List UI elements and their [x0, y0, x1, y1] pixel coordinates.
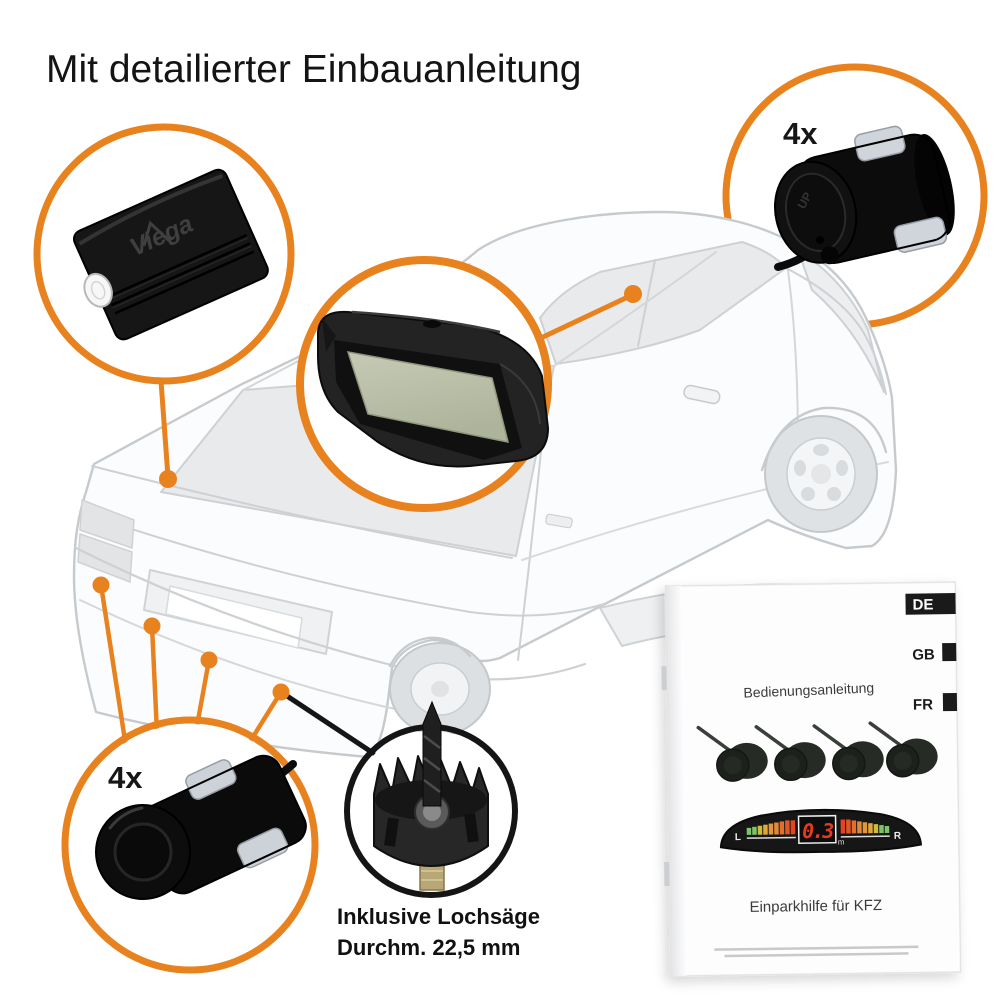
booklet-sensor — [868, 721, 938, 778]
callout-control-box: Viega — [33, 123, 295, 385]
sensor-top-right-clip-lower — [893, 216, 948, 253]
tab-fr-square — [942, 692, 958, 712]
connector-dot-display — [624, 285, 642, 303]
car-front-wheel — [764, 415, 878, 533]
connector-dot-sensor-3 — [200, 651, 218, 669]
connector-sensor-1 — [98, 582, 129, 750]
connector-control-box — [158, 378, 171, 480]
connector-dot-sensor-4 — [272, 683, 290, 701]
sensor-bottom-left-clip-lower — [236, 827, 289, 869]
tab-gb: GB — [912, 646, 935, 663]
car-side-marker — [545, 513, 573, 529]
hole-saw-caption-line2: Durchm. 22,5 mm — [337, 935, 520, 960]
car-bumper-crease-lower — [79, 599, 401, 711]
car-front-arch — [760, 406, 888, 472]
page-title: Mit detailierter Einbauanleitung — [46, 48, 582, 91]
display-unit — [317, 310, 550, 468]
sensor-bottom-left-count: 4x — [108, 760, 143, 795]
car-taillight-left-lower — [77, 533, 133, 583]
tab-fr: FR — [913, 696, 933, 713]
callout-sensor-top-right: UP 4x — [774, 116, 955, 271]
car-rear-arch — [388, 636, 472, 668]
car-rear-wheel — [389, 642, 491, 736]
car-door-handle — [683, 384, 721, 405]
booklet-display-digit-box — [797, 814, 837, 844]
hole-saw-tool — [373, 700, 489, 891]
control-box-button — [83, 272, 113, 308]
hole-saw-caption-line1: Inklusive Lochsäge — [337, 904, 540, 929]
booklet-display-value: 0.3 — [802, 819, 833, 843]
connector-dot-sensor-1 — [92, 576, 110, 594]
booklet-page — [664, 581, 962, 977]
car-trunk-crease — [91, 465, 513, 559]
fine-print-line — [714, 945, 919, 951]
callout-ring-sensor-bottom-left — [61, 716, 319, 974]
connector-hole-saw — [278, 689, 376, 756]
booklet-sensor — [754, 725, 826, 782]
car-tail-top-edge — [79, 511, 605, 617]
display-lcd-screen — [346, 351, 510, 443]
connector-dot-control-box — [159, 470, 177, 488]
booklet-display-bars-left — [746, 820, 796, 835]
callout-connectors — [92, 285, 642, 756]
connector-sensor-2 — [149, 623, 160, 736]
manual-booklet: DE GB FR Bedienungsanleitung — [661, 581, 962, 977]
car-fender-top-line — [785, 267, 887, 395]
connector-sensor-3 — [194, 657, 212, 729]
callout-ring-control-box — [33, 123, 295, 385]
booklet-spine — [665, 585, 687, 977]
tab-de-bar — [905, 592, 956, 615]
tab-de: DE — [912, 596, 933, 613]
booklet-display: 0.3 m L R — [719, 808, 922, 854]
booklet-product-line: Einparkhilfe für KFZ — [749, 897, 882, 916]
booklet-title: Bedienungsanleitung — [743, 679, 874, 700]
booklet-display-unit: m — [838, 838, 845, 847]
tab-gb-square — [942, 642, 957, 662]
connector-display — [540, 293, 633, 340]
car-cpillar-line — [553, 251, 717, 367]
fine-print-line — [724, 952, 909, 958]
sensor-top-right: UP — [774, 125, 955, 265]
connector-sensor-4 — [248, 689, 284, 743]
callout-display — [296, 256, 552, 512]
callout-hole-saw: Inklusive Lochsäge Durchm. 22,5 mm — [337, 700, 540, 960]
booklet-staple-top — [661, 666, 667, 691]
control-box: Viega — [72, 168, 269, 341]
car-bumper-crease-upper — [74, 546, 587, 681]
callout-sensor-bottom-left: 4x — [61, 716, 319, 974]
booklet-sensors — [696, 721, 938, 782]
sensor-top-right-count: 4x — [783, 116, 818, 151]
booklet-display-bars-right — [840, 819, 890, 834]
sensor-top-right-clip-upper — [854, 125, 906, 162]
connector-dot-sensor-2 — [143, 617, 161, 635]
booklet-sensor — [812, 724, 884, 781]
callout-ring-display — [296, 256, 552, 512]
booklet-display-left-label: L — [735, 832, 741, 843]
car-windshield — [797, 249, 885, 393]
booklet-sensor — [696, 725, 768, 782]
car-taillight-left-upper — [79, 499, 135, 549]
booklet-staple-bottom — [664, 862, 670, 887]
booklet-display-right-label: R — [894, 831, 902, 842]
